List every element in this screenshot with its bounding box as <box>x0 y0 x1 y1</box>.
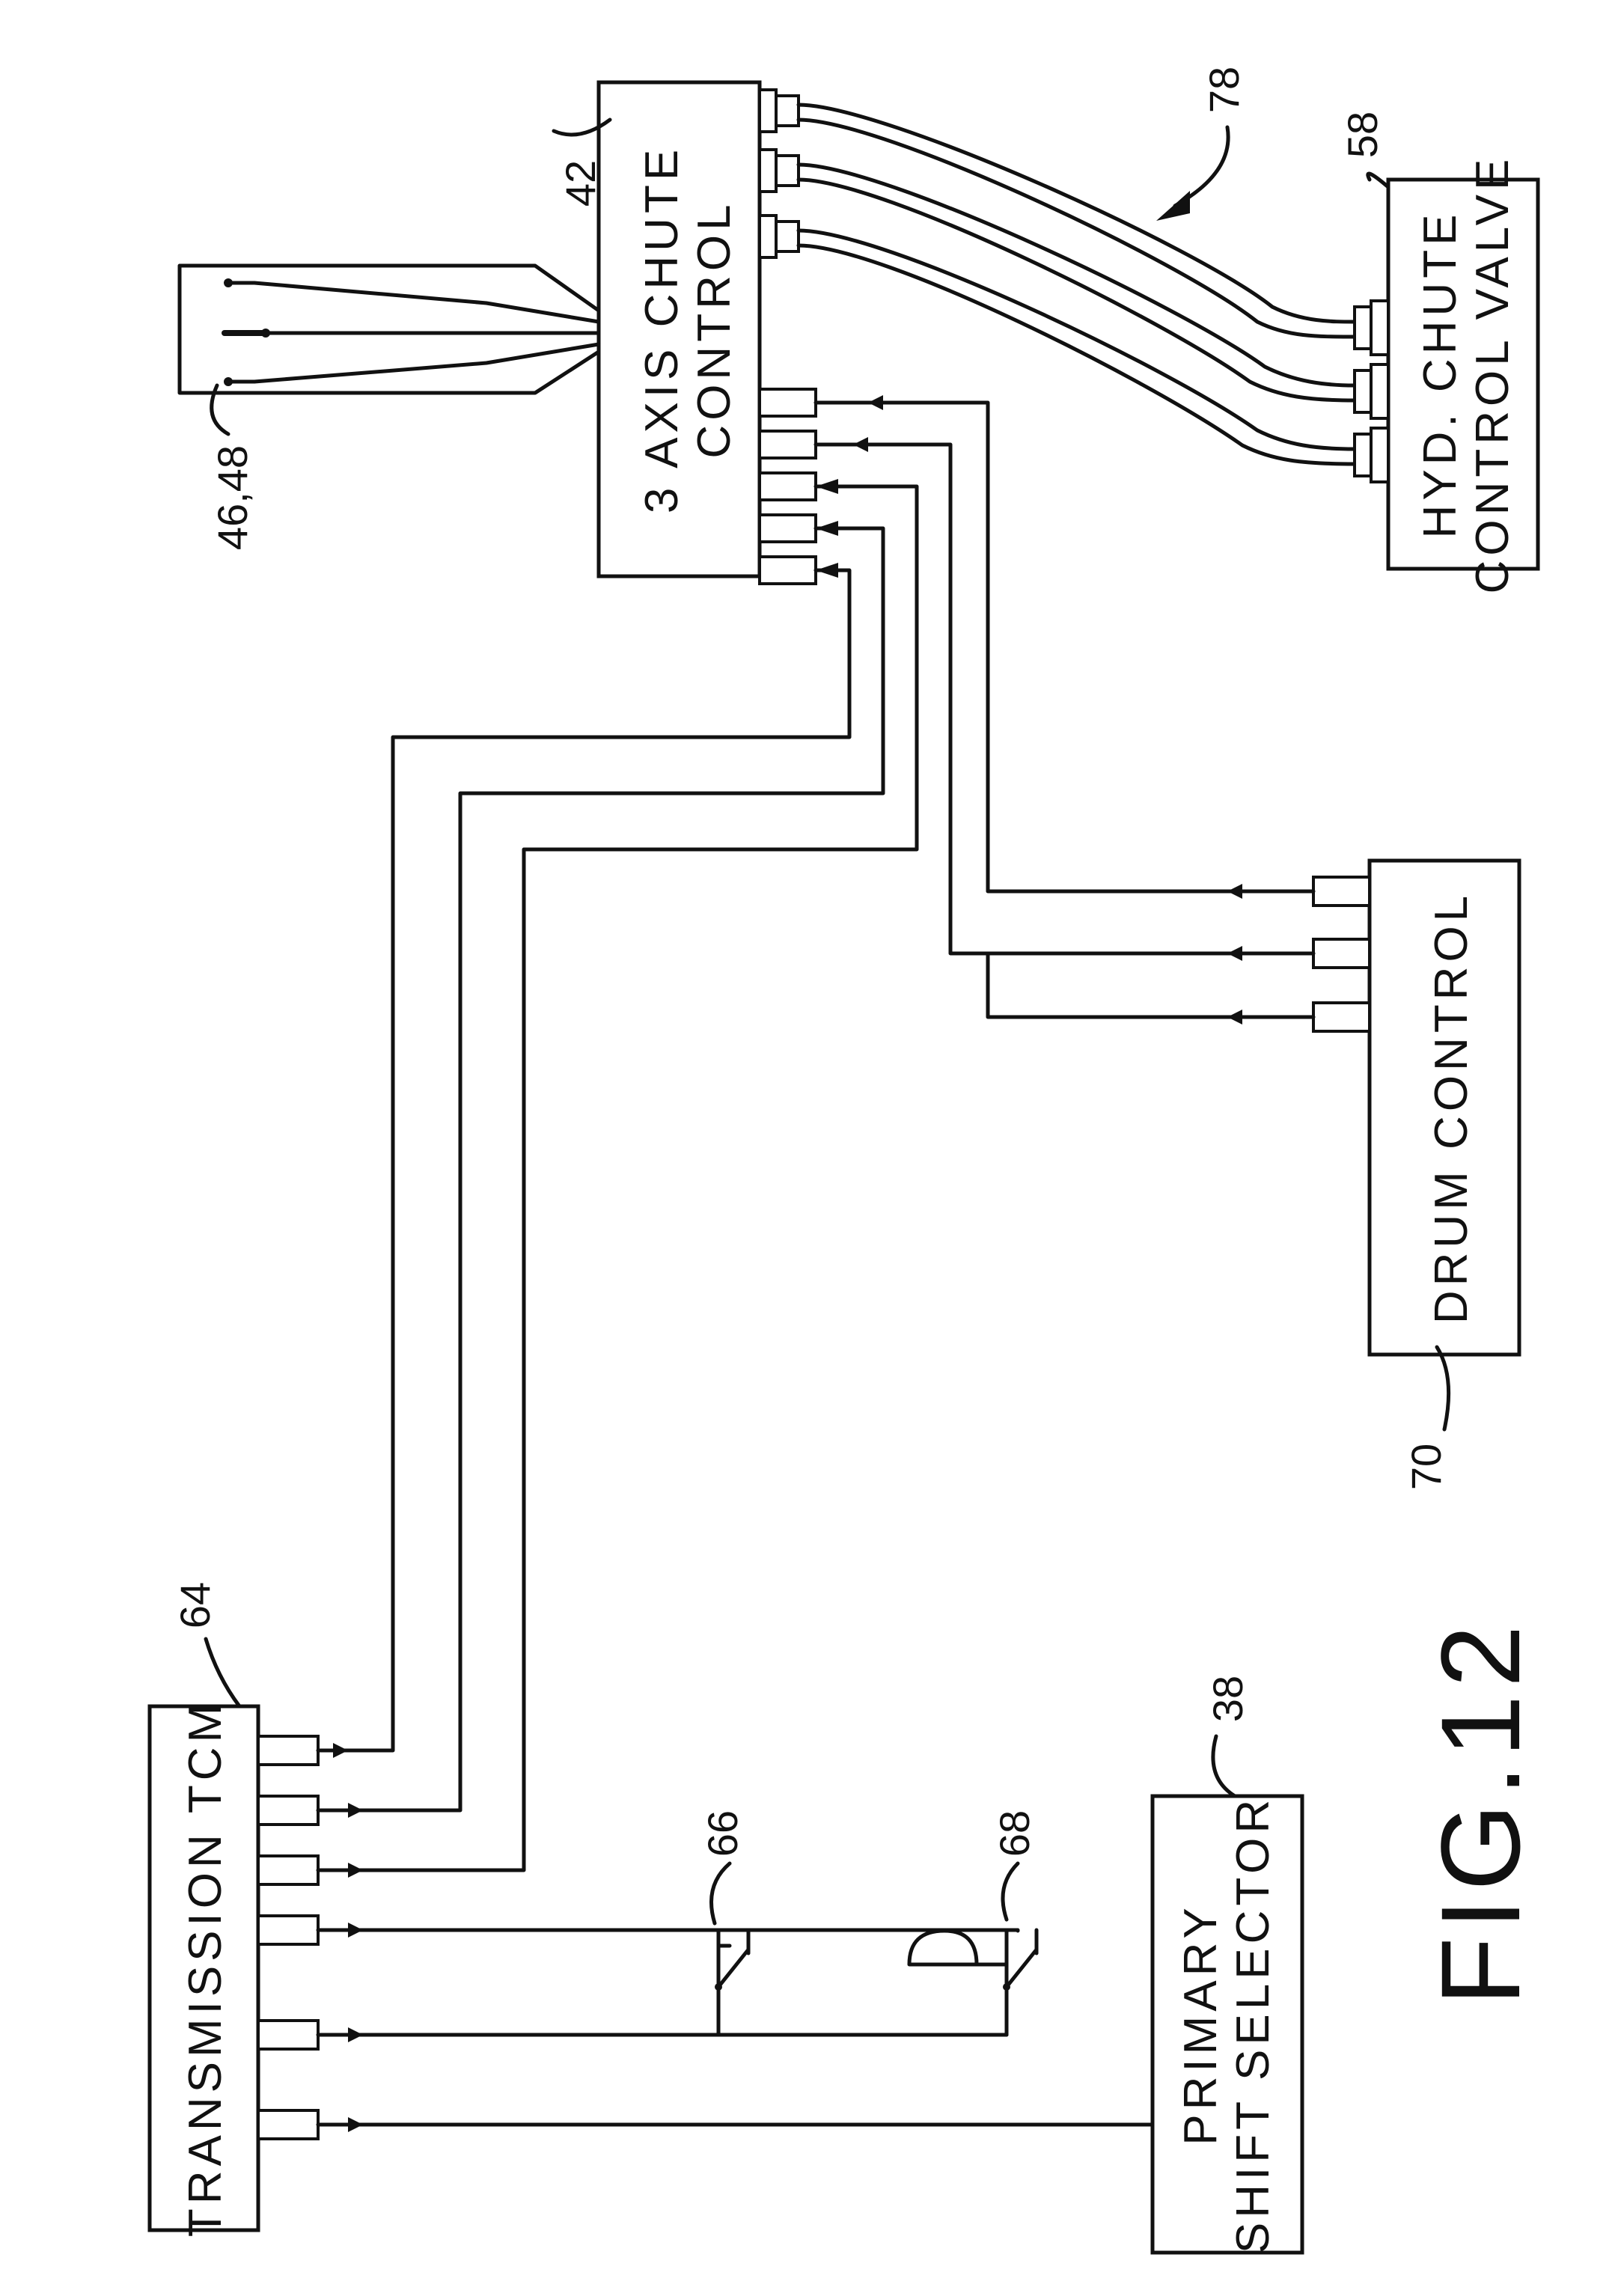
tcm-to-chute-wires <box>316 479 919 1878</box>
shift-selector-block: PRIMARY SHIFT SELECTOR 38 <box>1150 1676 1304 2255</box>
switch-66: 66 <box>699 1810 751 2037</box>
transmission-leader <box>204 1637 242 1709</box>
joystick-housing <box>177 263 601 395</box>
drum-control-block: DRUM CONTROL 70 <box>1312 858 1521 1490</box>
chute-electrical-connectors <box>758 388 817 585</box>
switch-68: 68 <box>907 1810 1039 2037</box>
shift-selector-leader <box>1211 1734 1237 1798</box>
hyd-valve-label-1: HYD. CHUTE <box>1414 210 1466 539</box>
transmission-label: TRANSMISSION TCM <box>180 1700 231 2237</box>
tcm-to-shift-wire <box>316 2117 1155 2132</box>
joystick-ref: 46,48 <box>209 445 256 550</box>
transmission-box <box>147 1704 260 2232</box>
shift-selector-label-2: SHIFT SELECTOR <box>1227 1795 1279 2253</box>
shift-selector-label-1: PRIMARY <box>1175 1903 1227 2145</box>
shift-selector-ref: 38 <box>1204 1676 1251 1722</box>
drum-control-ref: 70 <box>1402 1444 1450 1490</box>
transmission-block: TRANSMISSION TCM 64 <box>147 1582 320 2237</box>
chute-control-box <box>596 80 762 578</box>
joystick-leader <box>210 383 231 436</box>
hydraulic-lines: 78 <box>796 67 1357 466</box>
chute-control-block: 3 AXIS CHUTE CONTROL 42 <box>552 80 817 585</box>
chute-control-label-1: 3 AXIS CHUTE <box>636 145 688 513</box>
drum-control-leader <box>1435 1345 1451 1432</box>
hydraulic-leader <box>1173 125 1230 208</box>
drum-connectors <box>1312 876 1371 1033</box>
hydraulic-arrow <box>1156 191 1190 221</box>
joystick-block: 46,48 <box>177 263 601 550</box>
drum-to-chute-wires <box>813 395 1316 1025</box>
hydraulic-ref: 78 <box>1200 67 1248 113</box>
chute-control-ref: 42 <box>557 160 604 207</box>
switch-68-ref: 68 <box>991 1810 1038 1857</box>
hyd-valve-block: HYD. CHUTE CONTROL VALVE 58 <box>1339 112 1540 594</box>
switch-circuit: 66 68 <box>316 1810 1039 2042</box>
joystick-wire-top <box>252 281 601 324</box>
chute-hydraulic-fittings <box>758 88 800 259</box>
hyd-valve-label-2: CONTROL VALVE <box>1467 155 1518 594</box>
figure-label: FIG.12 <box>1417 1618 1543 2006</box>
hyd-valve-ref: 58 <box>1339 112 1386 158</box>
switch-66-ref: 66 <box>699 1810 746 1857</box>
hyd-valve-fittings <box>1353 299 1390 483</box>
drum-control-label: DRUM CONTROL <box>1426 891 1477 1324</box>
transmission-connectors <box>257 1735 320 2140</box>
transmission-ref: 64 <box>171 1582 219 1628</box>
shift-selector-box <box>1150 1794 1304 2255</box>
drum-control-box <box>1367 858 1521 1357</box>
push-button-icon <box>907 1929 1009 1967</box>
hyd-valve-box <box>1386 177 1540 571</box>
chute-control-leader <box>552 117 612 137</box>
chute-control-label-2: CONTROL <box>689 200 740 458</box>
joystick-wire-bottom <box>252 342 601 384</box>
hyd-valve-leader <box>1366 171 1390 189</box>
